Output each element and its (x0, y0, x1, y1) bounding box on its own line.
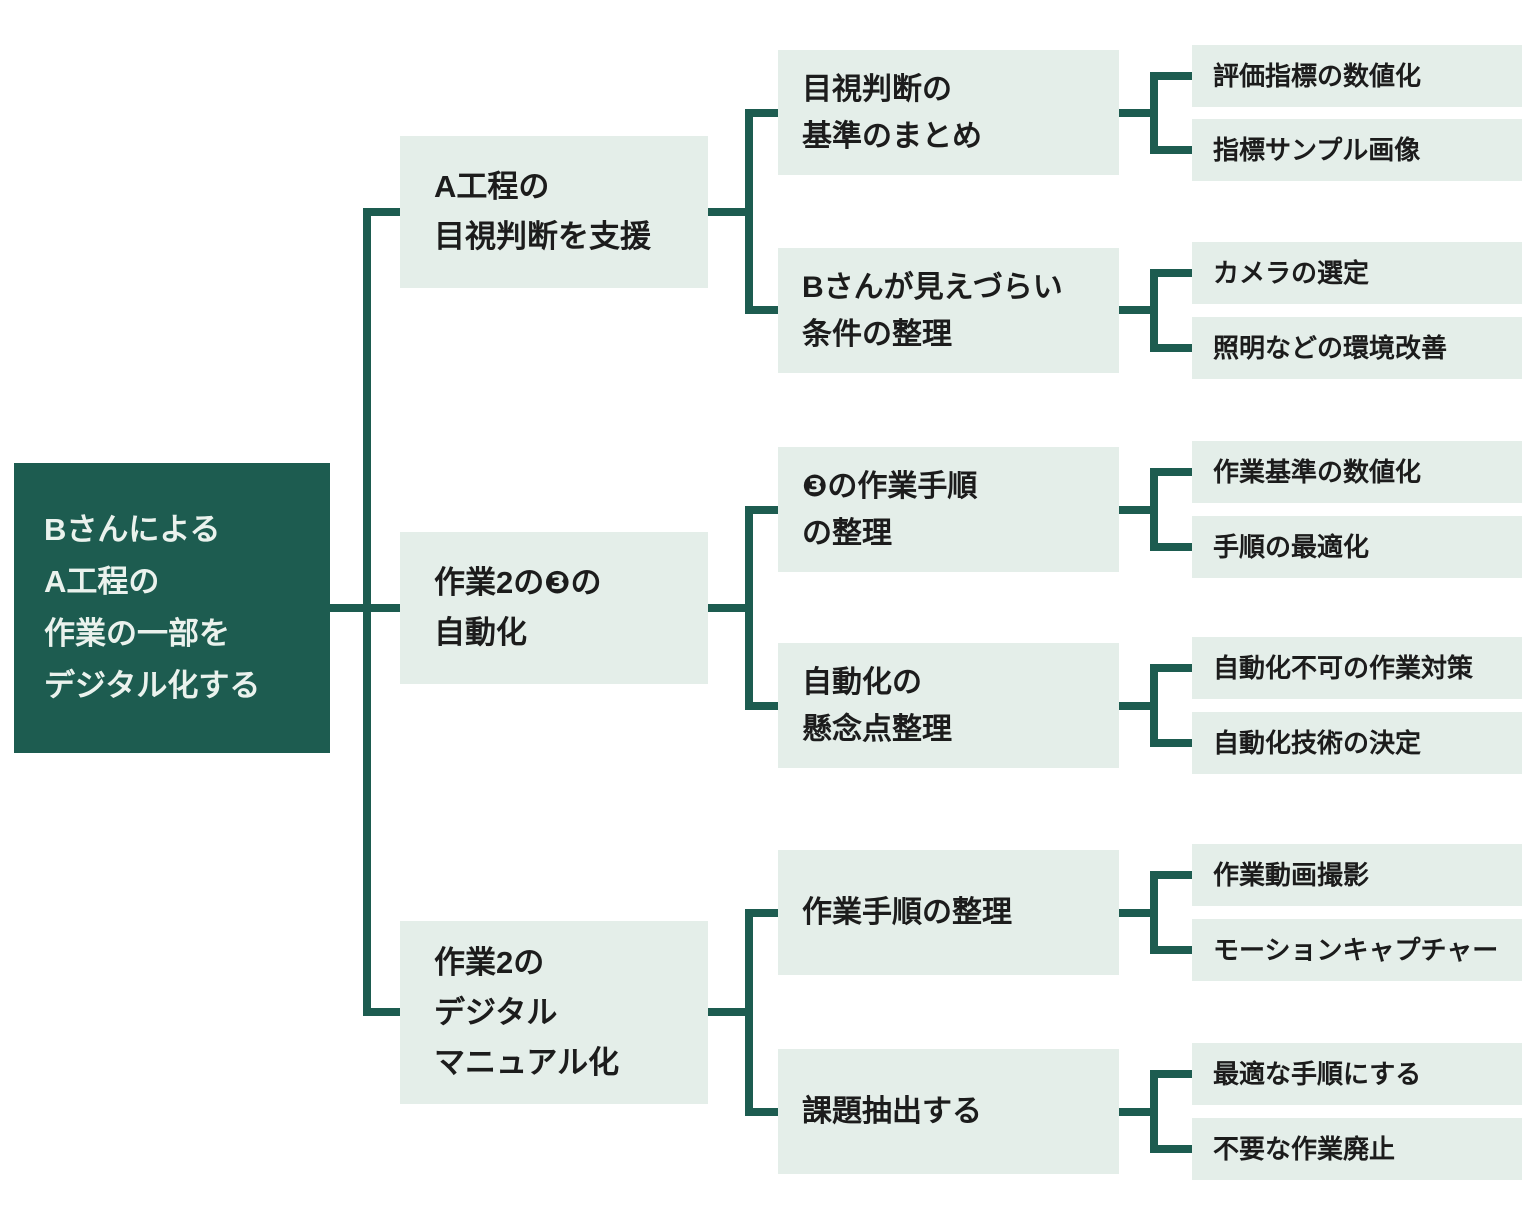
level1-node-task2-automation: 作業2の❸の 自動化 (400, 532, 708, 684)
level3-node-non-automatable-countermeasures: 自動化不可の作業対策 (1192, 637, 1522, 699)
level3-node-remove-unnecessary-work: 不要な作業廃止 (1192, 1118, 1522, 1180)
level2-node-issue-extraction: 課題抽出する (778, 1049, 1119, 1174)
level3-node-work-video-recording: 作業動画撮影 (1192, 844, 1522, 906)
level2-node-automation-concerns: 自動化の 懸念点整理 (778, 643, 1119, 768)
level2-node-judgement-criteria: 目視判断の 基準のまとめ (778, 50, 1119, 175)
level3-node-work-standard-quantification: 作業基準の数値化 (1192, 441, 1522, 503)
level1-node-visual-judgement-support: A工程の 目視判断を支援 (400, 136, 708, 288)
root-node: Bさんによる A工程の 作業の一部を デジタル化する (14, 463, 330, 753)
level1-node-task2-digital-manual: 作業2の デジタル マニュアル化 (400, 921, 708, 1104)
level2-node-step3-procedure: ❸の作業手順 の整理 (778, 447, 1119, 572)
level3-node-motion-capture: モーションキャプチャー (1192, 919, 1522, 981)
level3-node-metric-quantification: 評価指標の数値化 (1192, 45, 1522, 107)
level3-node-optimal-procedure: 最適な手順にする (1192, 1043, 1522, 1105)
level3-node-camera-selection: カメラの選定 (1192, 242, 1522, 304)
level3-node-lighting-environment: 照明などの環境改善 (1192, 317, 1522, 379)
level3-node-metric-sample-images: 指標サンプル画像 (1192, 119, 1522, 181)
level3-node-procedure-optimization: 手順の最適化 (1192, 516, 1522, 578)
level2-node-procedure-organize: 作業手順の整理 (778, 850, 1119, 975)
level2-node-hard-to-see-conditions: Bさんが見えづらい 条件の整理 (778, 248, 1119, 373)
level3-node-automation-tech-decision: 自動化技術の決定 (1192, 712, 1522, 774)
